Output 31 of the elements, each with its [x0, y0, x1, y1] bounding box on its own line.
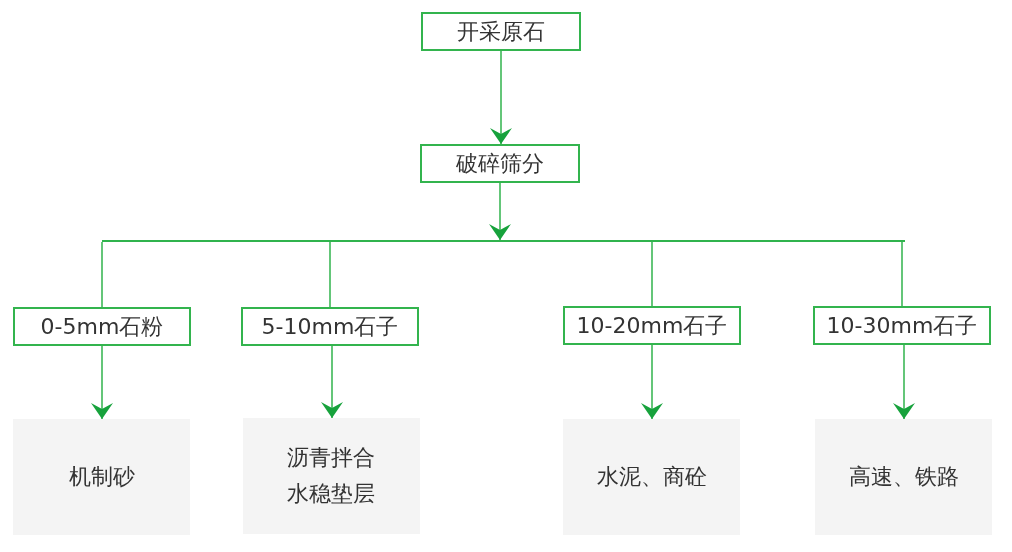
- connector-line: [329, 241, 331, 308]
- box-text: 10-30mm石子: [826, 312, 978, 339]
- result-box: [243, 418, 420, 534]
- process-box: [241, 307, 419, 346]
- box-text: 机制砂: [68, 463, 135, 491]
- box-text: 破碎筛分: [456, 150, 544, 177]
- arrow: [91, 345, 113, 420]
- box-text: 沥青拌合水稳垫层: [286, 444, 377, 508]
- box-text: 高速、铁路: [848, 463, 959, 491]
- box-text: 水泥、商砼: [596, 463, 707, 491]
- connector-line: [101, 241, 103, 308]
- arrow: [321, 345, 343, 419]
- process-box: [13, 307, 191, 346]
- process-box: [420, 144, 580, 183]
- box-text: 10-20mm石子: [576, 312, 728, 339]
- box-text: 0-5mm石粉: [40, 313, 164, 340]
- arrow: [641, 344, 663, 420]
- box-text: 开采原石: [457, 18, 545, 45]
- arrow: [489, 182, 511, 241]
- process-box: [563, 306, 741, 345]
- distribution-line: [102, 240, 905, 242]
- process-box: [813, 306, 991, 345]
- process-box: [421, 12, 581, 51]
- arrow: [490, 50, 512, 145]
- result-box: [815, 419, 992, 535]
- connector-line: [651, 241, 653, 307]
- result-box: [13, 419, 190, 535]
- result-box: [563, 419, 740, 535]
- box-text: 5-10mm石子: [261, 313, 399, 340]
- connector-line: [901, 241, 903, 307]
- arrow: [893, 344, 915, 420]
